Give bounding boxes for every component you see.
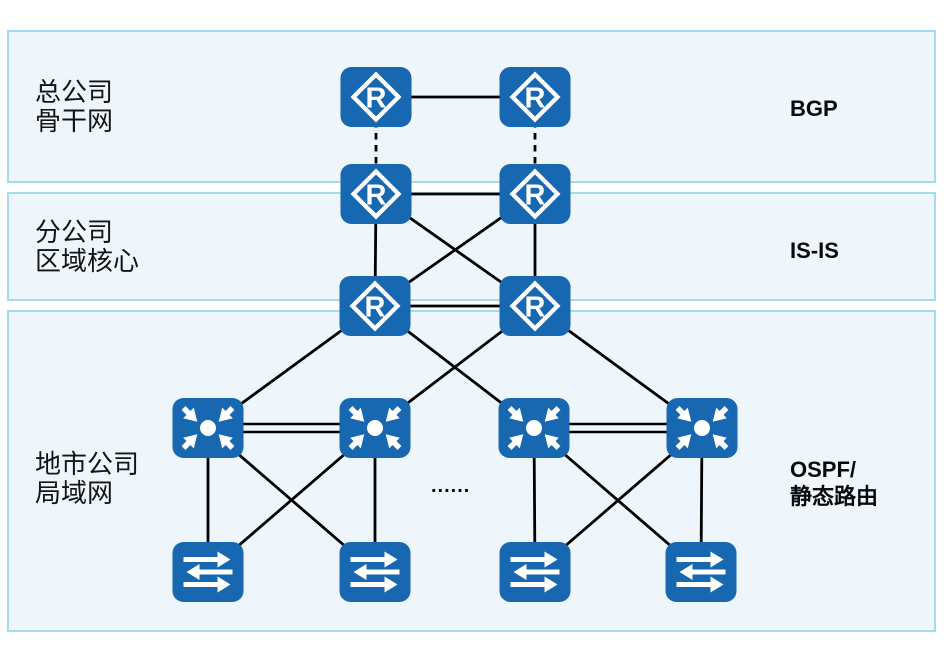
- protocol-line: IS-IS: [790, 238, 839, 263]
- lan-switch-icon: [666, 398, 738, 458]
- router-icon: R: [499, 164, 571, 224]
- svg-text:R: R: [525, 83, 546, 115]
- router-icon: R: [339, 276, 411, 336]
- protocol-line: BGP: [790, 96, 838, 121]
- svg-text:R: R: [525, 292, 546, 324]
- band-headquarters-backbone: 总公司 骨干网 BGP: [7, 30, 936, 183]
- band-label-branch: 分公司 区域核心: [35, 218, 139, 276]
- svg-text:R: R: [366, 83, 387, 115]
- svg-text:R: R: [366, 180, 387, 212]
- workgroup-switch-icon: [665, 542, 737, 602]
- band-label-line: 分公司: [35, 217, 114, 247]
- band-label-line: 地市公司: [35, 449, 140, 479]
- lan-switch-icon: [498, 398, 570, 458]
- lan-switch-icon: [172, 398, 244, 458]
- protocol-label-ospf-static: OSPF/ 静态路由: [790, 456, 878, 510]
- band-label-line: 局域网: [35, 478, 114, 508]
- protocol-line: 静态路由: [790, 484, 879, 509]
- protocol-label-bgp: BGP: [790, 95, 838, 122]
- router-icon: R: [499, 67, 571, 127]
- band-label-headquarters: 总公司 骨干网: [35, 78, 113, 136]
- lan-switch-icon: [339, 398, 411, 458]
- router-icon: R: [499, 276, 571, 336]
- band-label-city: 地市公司 局域网: [35, 450, 139, 508]
- svg-text:R: R: [365, 292, 386, 324]
- router-icon: R: [340, 67, 412, 127]
- band-label-line: 骨干网: [35, 106, 114, 136]
- protocol-line: OSPF/: [790, 457, 857, 482]
- more-devices-ellipsis: ......: [431, 475, 471, 497]
- protocol-label-isis: IS-IS: [790, 237, 839, 264]
- band-label-line: 区域核心: [35, 246, 140, 276]
- band-city-lan: 地市公司 局域网 OSPF/ 静态路由: [7, 310, 936, 632]
- workgroup-switch-icon: [499, 542, 571, 602]
- workgroup-switch-icon: [172, 542, 244, 602]
- band-label-line: 总公司: [35, 77, 114, 107]
- workgroup-switch-icon: [339, 542, 411, 602]
- router-icon: R: [340, 164, 412, 224]
- svg-text:R: R: [525, 180, 546, 212]
